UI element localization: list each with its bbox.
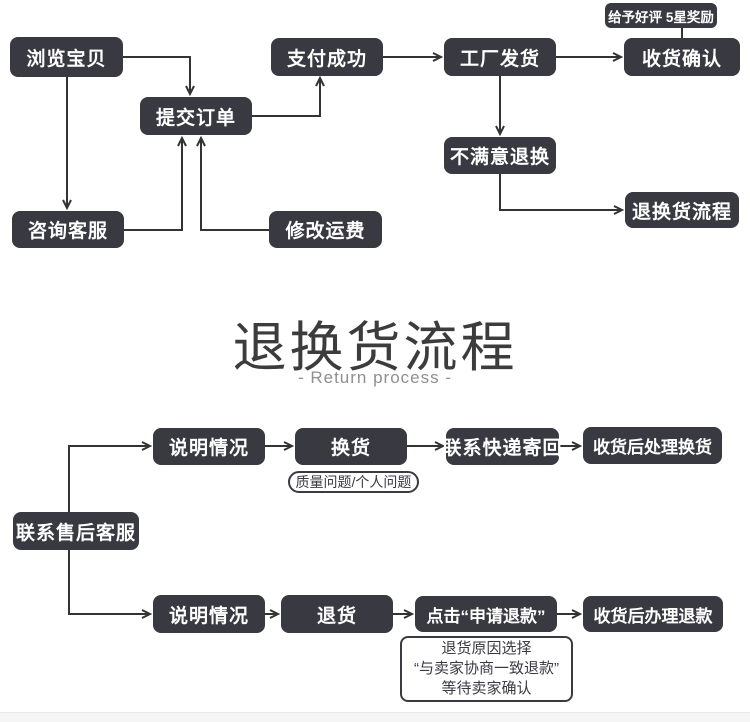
node-handle-refund-after-receipt: 收货后办理退款 — [583, 596, 723, 632]
connector-unsatisfied-to-returnflow — [499, 174, 622, 210]
connector-submit-to-payment — [252, 78, 320, 117]
node-payment-success: 支付成功 — [271, 38, 383, 76]
node-contact-after-sales: 联系售后客服 — [13, 512, 139, 550]
node-browse-items: 浏览宝贝 — [10, 37, 123, 77]
node-confirm-receipt: 收货确认 — [624, 38, 740, 76]
page-bottom-separator — [0, 712, 750, 722]
connector-modify-to-submit — [201, 138, 269, 231]
node-factory-ship: 工厂发货 — [444, 38, 556, 76]
connector-consult-to-submit — [124, 138, 182, 231]
note-refund-reason: 退货原因选择 “与卖家协商一致退款” 等待卖家确认 — [400, 636, 573, 702]
node-return-process-link: 退换货流程 — [625, 192, 739, 228]
connector-contact-to-explain-bottom — [68, 550, 150, 614]
connector-contact-to-explain-top — [68, 446, 150, 512]
node-click-apply-refund: 点击“申请退款” — [415, 596, 557, 632]
connector-browse-to-submit — [123, 56, 190, 94]
node-consult-service: 咨询客服 — [12, 211, 124, 248]
node-return-goods: 退货 — [281, 595, 393, 633]
note-line-2: “与卖家协商一致退款” — [414, 660, 559, 677]
node-explain-situation-bottom: 说明情况 — [153, 595, 265, 633]
node-modify-shipping: 修改运费 — [269, 211, 382, 248]
section-subtitle: - Return process - — [297, 368, 453, 387]
section-title: 退换货流程 — [232, 318, 518, 378]
node-contact-courier: 联系快递寄回 — [443, 428, 562, 465]
node-rating-bonus-label: 给予好评 5星奖励 — [605, 3, 717, 28]
label-issue-types: 质量问题/个人问题 — [288, 471, 419, 493]
node-explain-situation-top: 说明情况 — [153, 428, 265, 465]
note-line-1: 退货原因选择 — [441, 640, 532, 657]
node-unsatisfied-return: 不满意退换 — [444, 137, 556, 174]
note-line-3: 等待卖家确认 — [441, 680, 532, 697]
node-handle-exchange-after-receipt: 收货后处理换货 — [583, 427, 722, 464]
node-submit-order: 提交订单 — [140, 97, 252, 135]
node-exchange-goods: 换货 — [295, 428, 407, 465]
